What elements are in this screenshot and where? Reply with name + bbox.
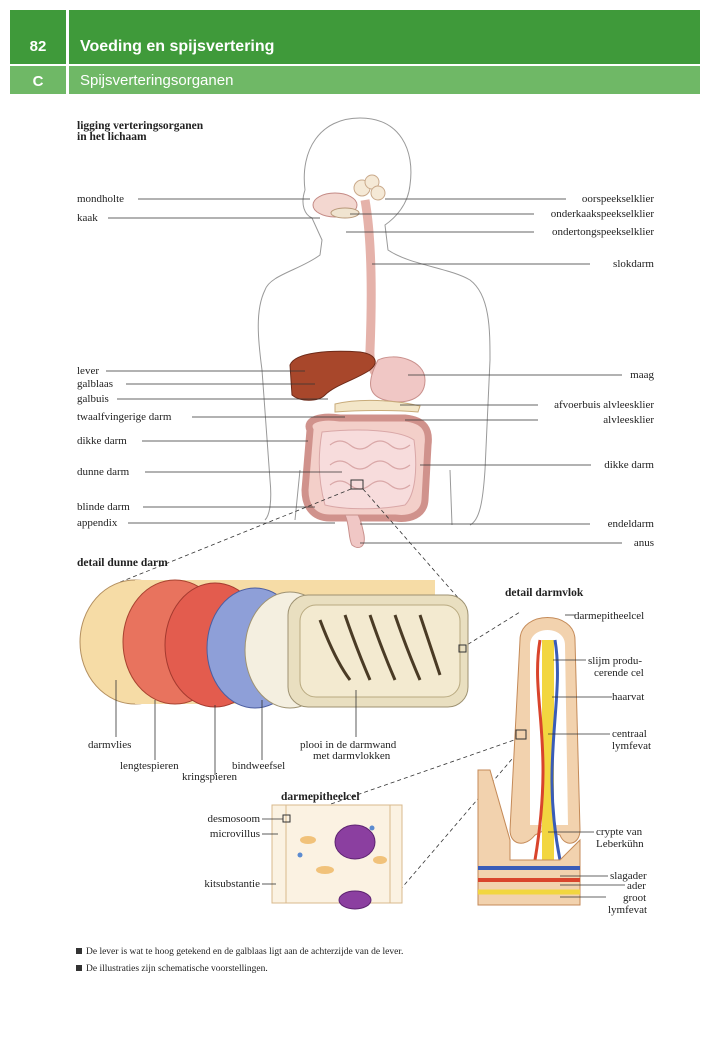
note-2-text: De illustraties zijn schematische voorst… — [86, 964, 268, 974]
label-alvleesklier: alvleesklier — [603, 414, 654, 426]
stomach — [370, 356, 426, 403]
page-number: 82 — [29, 38, 47, 55]
label-dunne-darm: dunne darm — [77, 466, 130, 478]
label-lengtespieren: lengtespieren — [120, 760, 179, 772]
label-endeldarm: endeldarm — [607, 518, 654, 530]
bullet-icon — [76, 965, 82, 971]
figure4-title: darmepitheelcel — [281, 791, 360, 803]
label-slijm-line1: slijm produ- — [588, 655, 643, 667]
pancreas — [334, 399, 421, 413]
header-vertical-divider — [66, 10, 69, 94]
label-microvillus: microvillus — [209, 828, 260, 840]
salivary-glands — [312, 174, 386, 219]
label-bindweefsel: bindweefsel — [232, 760, 286, 772]
small-intestine — [318, 429, 417, 510]
label-groot: groot — [623, 892, 647, 904]
label-plooi: plooi in de darmwand — [300, 739, 397, 751]
label-groot-lymfevat: lymfevat — [608, 904, 648, 916]
note-1: De lever is wat te hoog getekend en de g… — [76, 947, 403, 957]
rectum — [344, 514, 365, 548]
header-divider — [10, 64, 700, 66]
label-anus: anus — [633, 537, 654, 549]
label-mondholte: mondholte — [77, 193, 125, 205]
chapter-title: Voeding en spijsvertering — [80, 38, 275, 55]
label-darmvlies: darmvlies — [88, 739, 132, 751]
label-kringspieren: kringspieren — [182, 771, 237, 783]
label-ondertongspeekselklier: ondertongspeekselklier — [551, 226, 654, 238]
label-maag: maag — [630, 369, 654, 381]
figure1-title-line1: ligging verteringsorganen — [77, 120, 204, 132]
label-onderkaakspeekselklier: onderkaakspeekselklier — [550, 208, 654, 220]
label-dikke-darm-left: dikke darm — [77, 435, 127, 447]
label-dikke-darm-right: dikke darm — [604, 459, 654, 471]
label-kitsubstantie: kitsubstantie — [204, 878, 260, 890]
label-afvoerbuis-alvleesklier: afvoerbuis alvleesklier — [554, 399, 654, 411]
label-slijm-line2: cerende cel — [594, 667, 644, 679]
detail-marker — [350, 479, 364, 490]
header-bar — [10, 10, 700, 65]
label-desmosoom: desmosoom — [207, 813, 260, 825]
label-darmepitheelcel: darmepitheelcel — [574, 610, 645, 622]
figure3-title: detail darmvlok — [505, 587, 584, 599]
label-kaak: kaak — [77, 212, 98, 224]
label-darmvlokken: met darmvlokken — [313, 750, 391, 762]
label-lymfevat: lymfevat — [612, 740, 652, 752]
villus — [477, 617, 581, 906]
label-twaalfvingerige-darm: twaalfvingerige darm — [77, 411, 172, 423]
esophagus — [360, 199, 391, 383]
label-crypte-line1: crypte van — [596, 826, 643, 838]
label-oorspeekselklier: oorspeekselklier — [581, 193, 654, 205]
label-galbuis: galbuis — [77, 393, 109, 405]
label-haarvat: haarvat — [612, 691, 645, 703]
label-blinde-darm: blinde darm — [77, 501, 130, 513]
label-crypte-line2: Leberkühn — [596, 838, 644, 850]
label-ader: ader — [627, 880, 646, 892]
epithelial-cell — [271, 804, 403, 910]
subheader-bar — [10, 66, 700, 94]
intestine-wall-layers — [79, 579, 469, 709]
figure2-title: detail dunne darm — [77, 557, 168, 569]
leader-lines-1 — [106, 198, 622, 544]
note-1-text: De lever is wat te hoog getekend en de g… — [86, 947, 404, 957]
section-title: Spijsverteringsorganen — [80, 72, 234, 89]
bullet-icon — [76, 948, 82, 954]
label-appendix: appendix — [77, 517, 118, 529]
note-2: De illustraties zijn schematische voorst… — [76, 964, 268, 974]
figure1-title-line2: in het lichaam — [77, 131, 147, 143]
label-centraal: centraal — [612, 728, 647, 740]
liver — [289, 350, 376, 401]
section-letter: C — [32, 73, 44, 90]
label-lever: lever — [77, 365, 99, 377]
label-slagader: slagader — [610, 870, 647, 882]
label-slokdarm: slokdarm — [613, 258, 654, 270]
label-galblaas: galblaas — [77, 378, 114, 390]
